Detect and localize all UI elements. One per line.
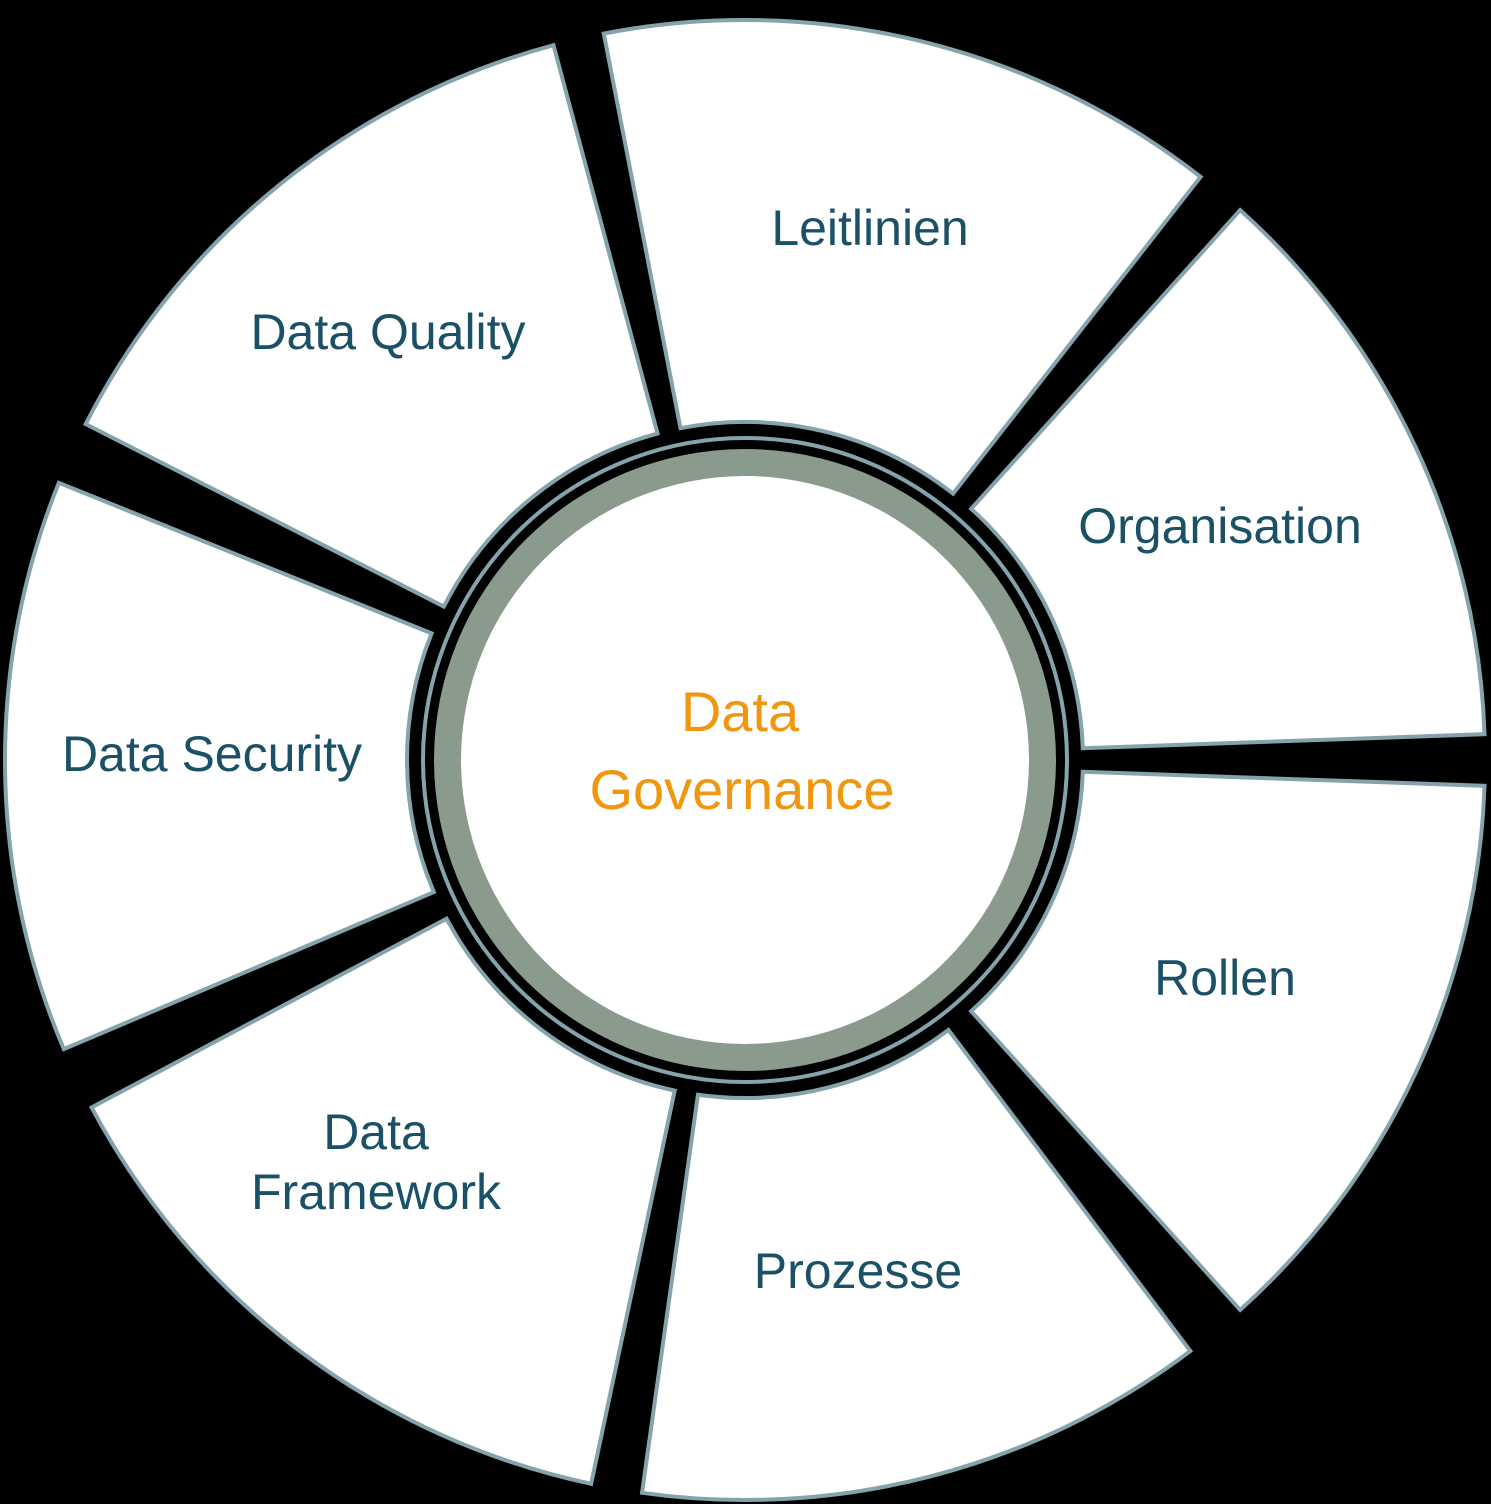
center-disc [461,476,1029,1044]
segment-shape-data-security [3,480,437,1052]
center-title-line2: Governance [589,758,894,821]
segment-shape-data-framework [88,915,678,1487]
center-title-line1: Data [681,680,800,743]
segment-data-security: Data Security [3,480,437,1052]
center-hub: Data Governance [421,436,1069,1084]
segment-label-rollen: Rollen [1154,950,1296,1006]
segment-label-organisation: Organisation [1078,498,1362,554]
segment-label-data-framework: Framework [251,1164,502,1220]
segment-label-leitlinien: Leitlinien [771,200,968,256]
segment-shape-rollen [968,769,1487,1313]
segment-shape-data-quality [82,42,660,610]
segment-organisation: Organisation [968,207,1487,751]
segment-label-data-framework: Data [323,1104,429,1160]
segment-leitlinien: Leitlinien [601,18,1204,497]
segment-data-quality: Data Quality [82,42,660,610]
segment-label-data-quality: Data Quality [250,304,525,360]
segment-label-prozesse: Prozesse [754,1243,962,1299]
segment-shape-organisation [968,207,1487,751]
segment-prozesse: Prozesse [639,1027,1194,1502]
segment-shape-leitlinien [601,18,1204,497]
segment-label-data-security: Data Security [62,726,362,782]
segment-shape-prozesse [639,1027,1194,1502]
segment-rollen: Rollen [968,769,1487,1313]
